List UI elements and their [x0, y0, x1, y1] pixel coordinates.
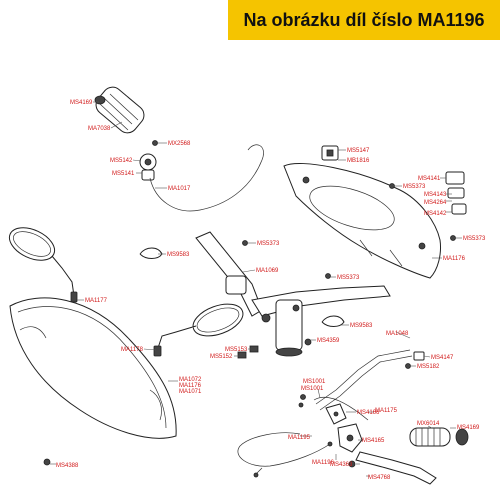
label-ms4166: MS4166 — [357, 410, 380, 416]
label-ms9583-left: MS9583 — [167, 252, 190, 258]
label-mx2568: MX2568 — [168, 141, 191, 147]
label-ms5182: MS5182 — [417, 364, 440, 370]
clip-ms9583-2 — [321, 315, 345, 327]
leader-lines — [50, 101, 462, 477]
label-ms5373-right: MS5373 — [463, 236, 486, 242]
label-ms4359: MS4359 — [317, 338, 340, 344]
clamp-ms4165 — [337, 423, 363, 453]
label-ms5147: MS5147 — [347, 148, 370, 154]
label-ms4142: MS4142 — [424, 211, 447, 217]
screw-ms4359 — [304, 338, 312, 346]
cable-ma1048 — [319, 355, 413, 411]
label-ms4768: MS4768 — [368, 475, 391, 481]
label-ms9583-right: MS9583 — [350, 323, 373, 329]
label-ma1069: MA1069 — [256, 268, 279, 274]
part-labels: MS4169 MA7038 MX2568 MS5142 MS5141 MA101… — [56, 100, 486, 481]
connector-ms4147 — [413, 351, 425, 361]
label-ma1177: MA1177 — [85, 298, 108, 304]
label-ms4169: MS4169 — [70, 100, 93, 106]
label-ma1017: MA1017 — [168, 186, 191, 192]
label-ma1178: MA1178 — [121, 347, 144, 353]
windshield-part — [9, 297, 177, 439]
label-ms4147: MS4147 — [431, 355, 454, 361]
label-ma7038: MA7038 — [88, 126, 111, 132]
banner-title: Na obrázku díl číslo MA1196 — [243, 9, 485, 30]
small-parts-ms1001 — [298, 394, 306, 408]
bracket-ms4166 — [325, 403, 347, 425]
connector-ms4141 — [445, 171, 467, 215]
right-grip-mx6014 — [409, 427, 469, 447]
label-ms4169-right: MS4169 — [457, 425, 480, 431]
label-ma1072: MA1072 — [179, 377, 202, 383]
cable-ma1196 — [237, 432, 331, 467]
right-mirror-part — [153, 303, 244, 357]
label-ms4363: MS4363 — [330, 462, 353, 468]
label-ms1001-bottom: MS1001 — [301, 386, 324, 392]
mx2568-screw — [152, 140, 158, 146]
cable-ma1017 — [149, 144, 264, 212]
label-ma1195: MA1195 — [288, 435, 311, 441]
connector-ms5147 — [321, 145, 339, 161]
label-ms5373-mid: MS5373 — [257, 241, 280, 247]
headset-cover-part — [283, 163, 441, 279]
label-ms4165: MS4165 — [362, 438, 385, 444]
screw-ms5373-3 — [242, 240, 248, 246]
label-ms5373-top: MS5373 — [403, 184, 426, 190]
connector-ms5182 — [405, 363, 411, 369]
label-ms5373-low: MS5373 — [337, 275, 360, 281]
label-mb1816: MB1816 — [347, 158, 370, 164]
label-ma1048: MA1048 — [386, 331, 409, 337]
label-ms1001-top: MS1001 — [303, 379, 326, 385]
label-ms4388: MS4388 — [56, 463, 79, 469]
brake-lever-part — [355, 451, 437, 485]
label-ms4141: MS4141 — [418, 176, 441, 182]
label-ms5141: MS5141 — [112, 171, 135, 177]
label-ma1196: MA1196 — [312, 460, 335, 466]
clip-ms9583 — [139, 247, 163, 259]
screw-ms5153 — [249, 345, 259, 353]
left-mirror-part — [8, 227, 78, 303]
label-ma1175: MA1175 — [375, 408, 398, 414]
label-ma1176-cover: MA1176 — [443, 256, 466, 262]
screw-ms5373 — [389, 183, 395, 189]
screw-ms5152 — [237, 351, 247, 359]
handlebar-part — [195, 231, 391, 357]
label-ms4143: MS4143 — [424, 192, 447, 198]
cable-ma1175 — [313, 396, 369, 421]
left-switch-part — [139, 153, 157, 181]
label-ma1176-shield: MA1176 — [179, 383, 202, 389]
label-ms4264: MS4264 — [424, 200, 447, 206]
label-ms5152: MS5152 — [210, 354, 233, 360]
label-ms5142: MS5142 — [110, 158, 133, 164]
screw-ms5373-2 — [450, 235, 456, 241]
label-ms5153: MS5153 — [225, 347, 248, 353]
part-ms4363 — [348, 460, 356, 468]
screw-ms4388 — [43, 458, 51, 466]
label-ma1071: MA1071 — [179, 389, 202, 395]
title-banner: Na obrázku díl číslo MA1196 — [228, 0, 500, 40]
label-mx6014: MX6014 — [417, 421, 440, 427]
screw-ms5373-4 — [325, 273, 331, 279]
